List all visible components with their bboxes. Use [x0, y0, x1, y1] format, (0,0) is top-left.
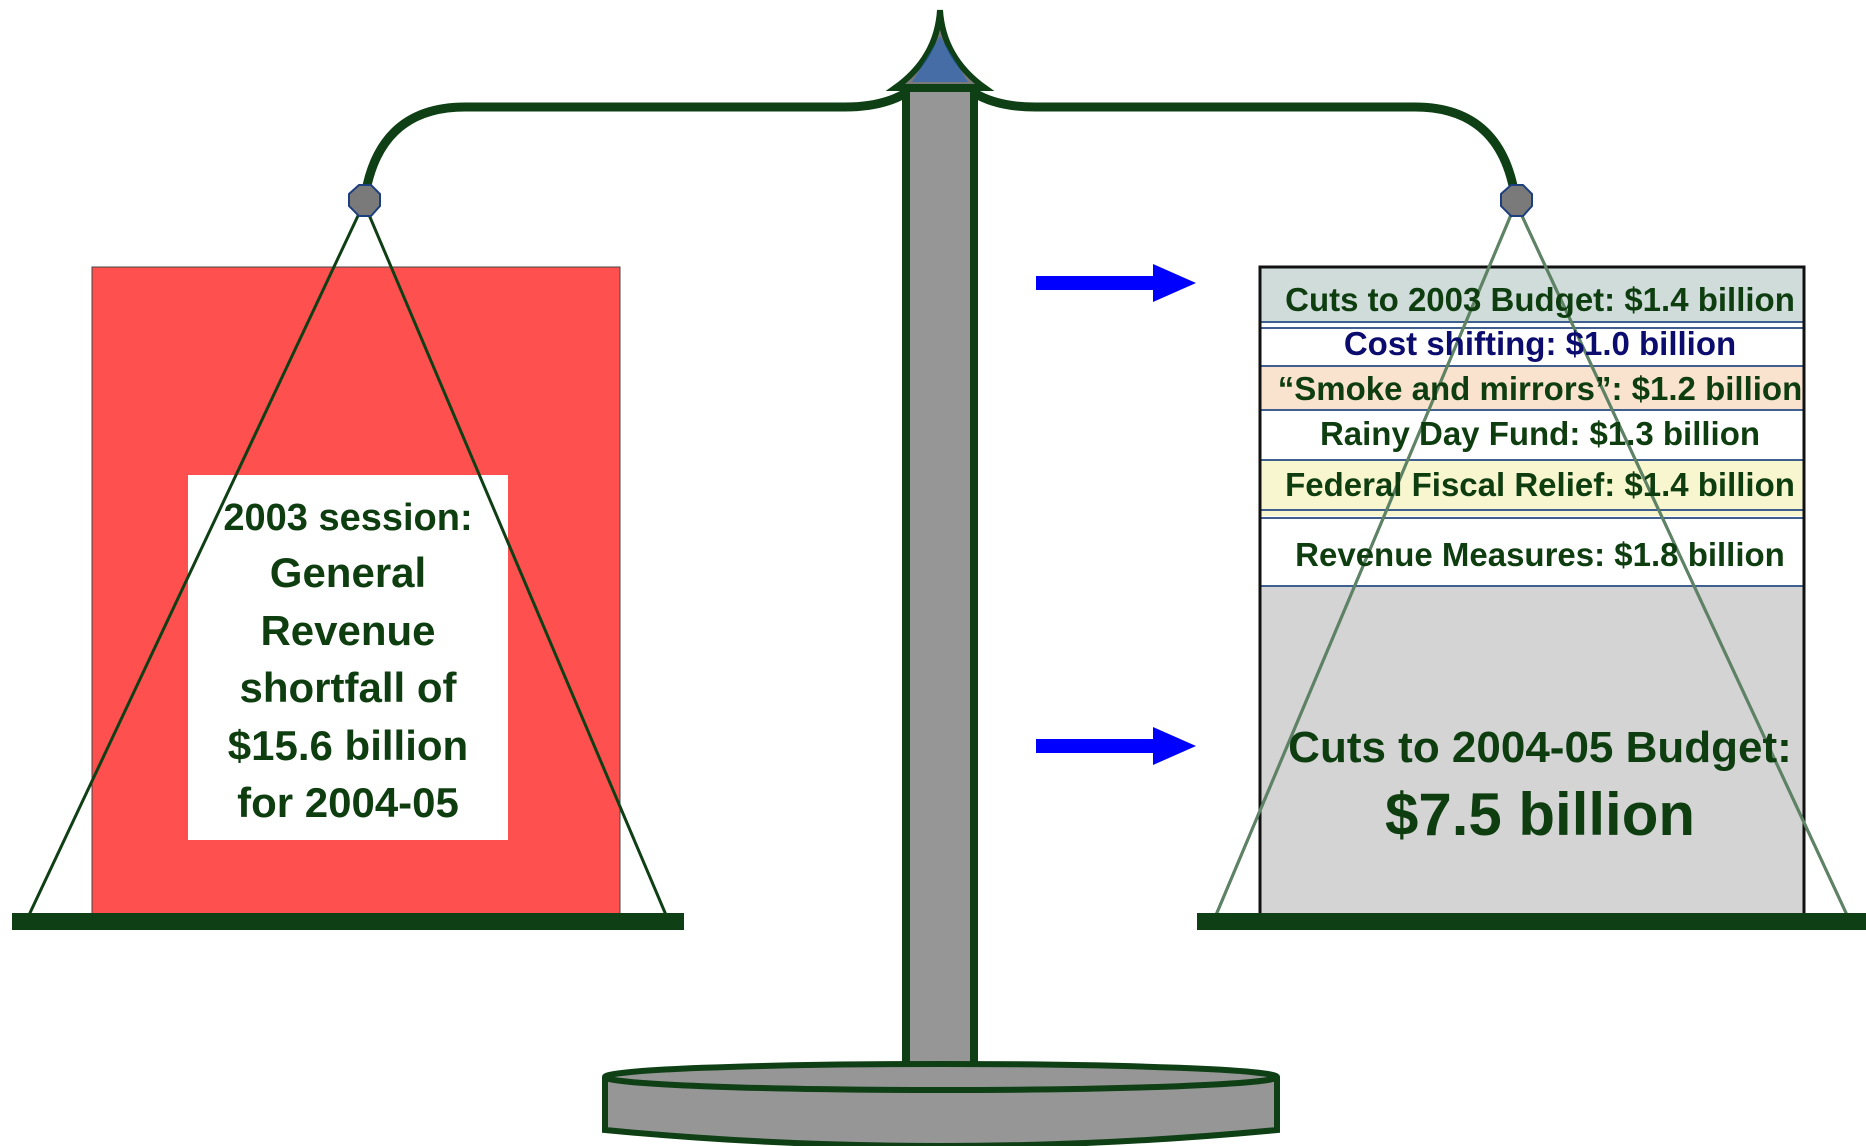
scale-post — [902, 84, 978, 1078]
left-hanger-knob — [348, 184, 381, 217]
shortfall-line-2: General — [270, 549, 426, 596]
shortfall-line-4: shortfall of — [240, 664, 458, 711]
band-revenue — [1260, 516, 1804, 586]
band-rainy-day — [1260, 410, 1804, 460]
item-revenue: Revenue Measures: $1.8 billion — [1295, 536, 1785, 573]
shortfall-line-1: 2003 session: — [223, 497, 472, 539]
item-rainy-day: Rainy Day Fund: $1.3 billion — [1320, 415, 1760, 452]
cuts-2004-label: Cuts to 2004-05 Budget: — [1288, 723, 1792, 772]
left-pan-strings — [27, 202, 668, 916]
shortfall-line-5: $15.6 billion — [228, 722, 468, 769]
shortfall-line-3: Revenue — [260, 607, 435, 654]
item-cost-shifting: Cost shifting: $1.0 billion — [1344, 325, 1736, 362]
scale-base — [602, 1061, 1280, 1146]
right-hanger-knob — [1500, 184, 1533, 217]
item-federal-relief: Federal Fiscal Relief: $1.4 billion — [1285, 466, 1795, 503]
shortfall-label-box — [188, 475, 508, 840]
band-federal-relief — [1260, 460, 1804, 516]
offset-stack — [1258, 265, 1806, 924]
shortfall-line-6: for 2004-05 — [237, 779, 459, 826]
band-cost-shifting — [1260, 322, 1804, 366]
right-pan-plate — [1197, 913, 1866, 930]
arrow-bottom — [1036, 727, 1196, 765]
band-cuts-2003 — [1260, 267, 1804, 322]
arrow-top — [1036, 264, 1196, 302]
item-cuts-2003: Cuts to 2003 Budget: $1.4 billion — [1285, 281, 1795, 318]
item-smoke-mirrors: “Smoke and mirrors”: $1.2 billion — [1278, 370, 1802, 407]
cuts-2004-value: $7.5 billion — [1385, 781, 1695, 848]
band-smoke-mirrors — [1260, 366, 1804, 410]
left-pan-plate — [12, 913, 684, 930]
